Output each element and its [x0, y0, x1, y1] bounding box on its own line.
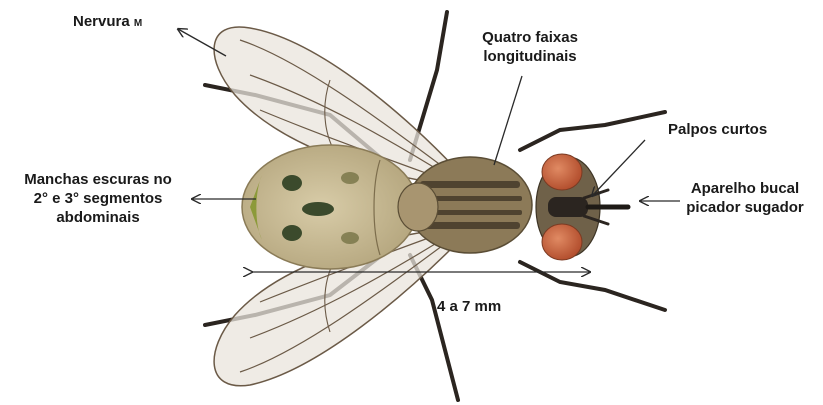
label-aparelho-bucal-line1: Aparelho bucal	[674, 179, 816, 198]
label-aparelho-bucal-line2: picador sugador	[674, 198, 816, 217]
label-quatro-faixas-line1: Quatro faixas	[460, 28, 600, 47]
arrow-palpos	[592, 140, 645, 196]
label-nervura-suffix: M	[134, 18, 142, 29]
label-nervura: Nervura M	[73, 12, 142, 33]
label-quatro-faixas-line2: longitudinais	[460, 47, 600, 66]
arrow-faixas	[494, 76, 522, 165]
fly-head	[536, 154, 628, 260]
label-aparelho-bucal: Aparelho bucal picador sugador	[674, 179, 816, 217]
label-manchas-escuras: Manchas escuras no 2° e 3° segmentos abd…	[6, 170, 190, 227]
fly-abdomen	[242, 145, 418, 269]
label-nervura-text: Nervura	[73, 13, 130, 30]
label-manchas-escuras-line1: Manchas escuras no	[6, 170, 190, 189]
label-palpos-curtos: Palpos curtos	[668, 120, 767, 139]
label-manchas-escuras-line2: 2° e 3° segmentos	[6, 189, 190, 208]
label-manchas-escuras-line3: abdominais	[6, 208, 190, 227]
label-quatro-faixas: Quatro faixas longitudinais	[460, 28, 600, 66]
label-size: 4 a 7 mm	[437, 297, 501, 316]
label-palpos-curtos-text: Palpos curtos	[668, 121, 767, 138]
label-size-text: 4 a 7 mm	[437, 298, 501, 315]
